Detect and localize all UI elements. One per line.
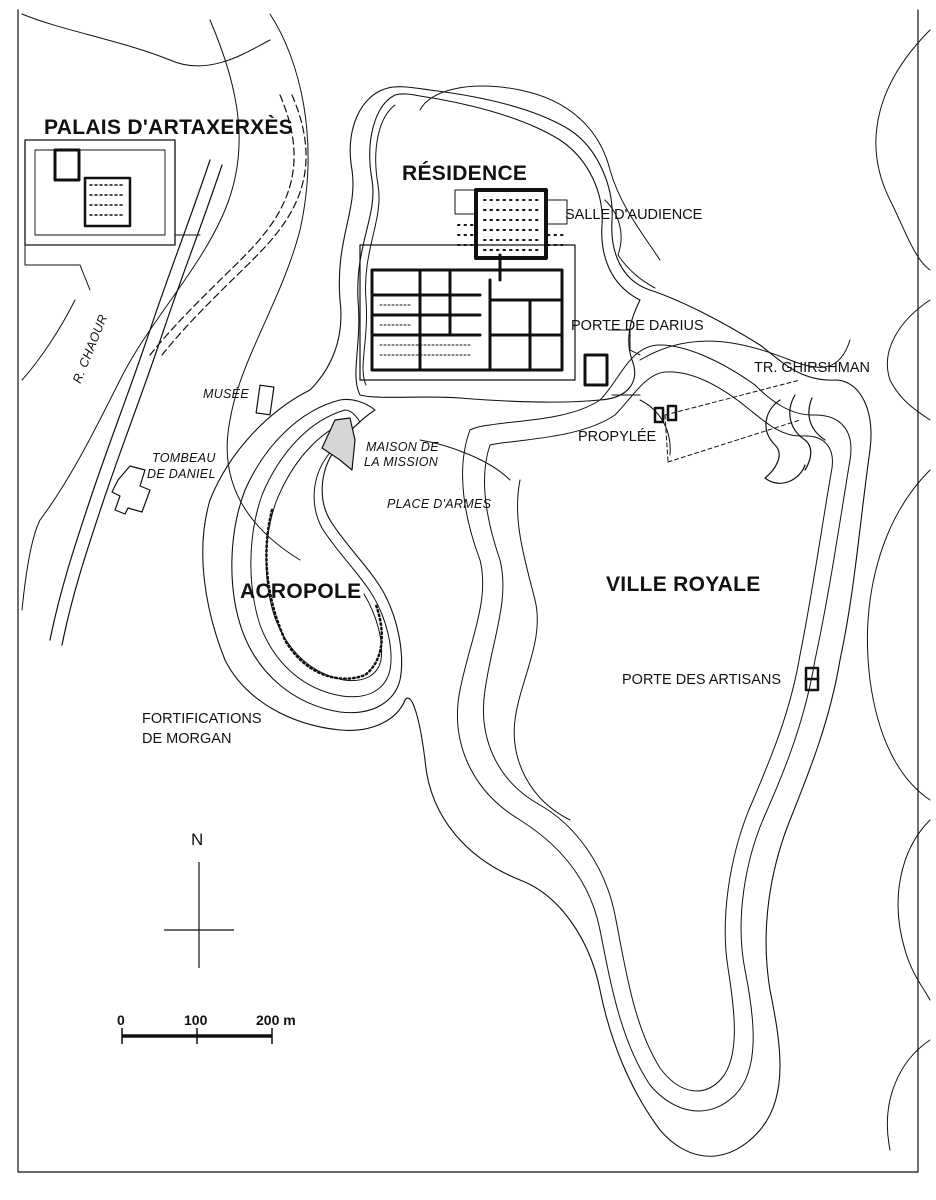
label-ville-royale: VILLE ROYALE (606, 573, 761, 596)
label-fortifications-line1: FORTIFICATIONS (142, 711, 262, 727)
scale-label-100: 100 (184, 1012, 208, 1028)
label-maison-line1: MAISON DE (366, 440, 439, 454)
label-musee: MUSÉE (203, 387, 249, 401)
label-porte-des-artisans: PORTE DES ARTISANS (622, 672, 782, 688)
porte-de-darius-plan (583, 329, 641, 396)
musee-building (255, 384, 275, 416)
scale-bar (121, 1028, 273, 1044)
label-tombeau-line2: DE DANIEL (147, 467, 216, 481)
north-label: N (191, 830, 204, 849)
label-propylee: PROPYLÉE (578, 429, 657, 445)
map-frame (17, 9, 919, 1173)
label-salle-audience: SALLE D'AUDIENCE (565, 207, 703, 223)
ville-royale-contour-1 (457, 344, 852, 1112)
ville-royale-contour-3 (513, 479, 571, 821)
tombeau-de-daniel-building (111, 465, 151, 515)
scale-label-200m: 200 m (256, 1012, 296, 1028)
palais-artaxerxes-plan (24, 139, 201, 291)
label-place-armes: PLACE D'ARMES (387, 497, 492, 511)
porte-des-artisans-plan (804, 666, 820, 692)
propylee-plan (653, 404, 678, 424)
trench-lines (664, 379, 801, 463)
residence-palace-plan (359, 244, 576, 381)
ravine-lines (764, 394, 826, 484)
label-maison-line2: LA MISSION (364, 455, 439, 469)
north-arrow-icon (164, 862, 234, 968)
label-palais-artaxerxes: PALAIS D'ARTAXERXÈS (44, 116, 294, 139)
residence-apadana-plan (454, 188, 568, 260)
maison-de-la-mission-building (321, 417, 356, 471)
label-acropole: ACROPOLE (240, 580, 362, 603)
label-tr-ghirshman: TR. GHIRSHMAN (754, 360, 870, 376)
river-chaour (49, 94, 307, 646)
acropole-plateau-dots (265, 508, 384, 680)
scale-label-0: 0 (117, 1012, 125, 1028)
terrain-contours (21, 13, 931, 1151)
label-residence: RÉSIDENCE (402, 162, 528, 185)
ville-royale-contour-2 (482, 371, 833, 1092)
label-fortifications-line2: DE MORGAN (142, 731, 232, 747)
mound-outer-contour (202, 86, 872, 1157)
label-tombeau-line1: TOMBEAU (152, 451, 216, 465)
label-porte-de-darius: PORTE DE DARIUS (571, 318, 704, 334)
